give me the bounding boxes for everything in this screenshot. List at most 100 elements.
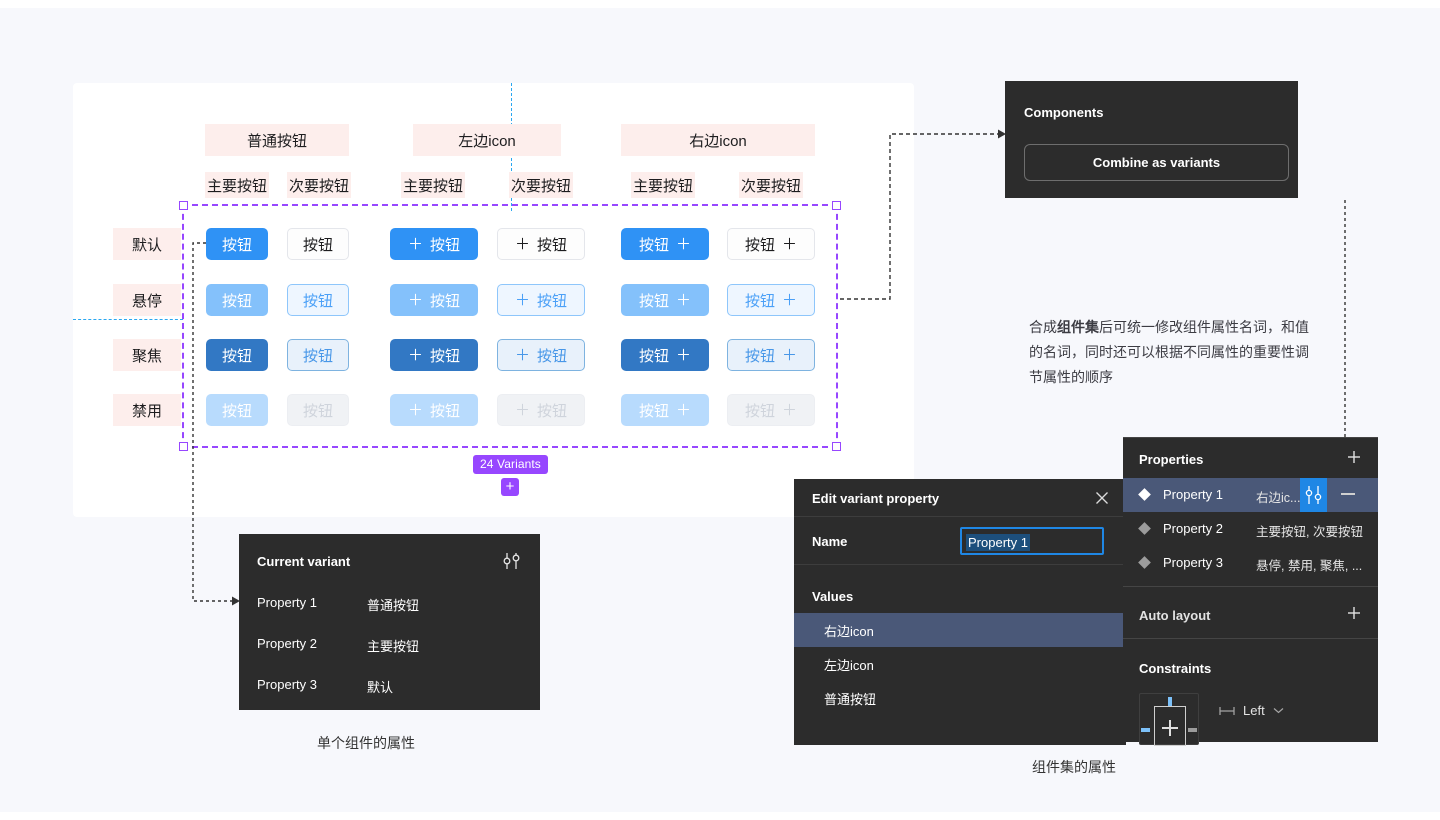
horizontal-guide [73, 319, 183, 320]
button-plain-primary-focus[interactable]: 按钮 [206, 339, 268, 371]
button-lefticon-secondary-hover[interactable]: ＋ 按钮 [497, 284, 585, 316]
button-label: 按钮 [638, 402, 669, 420]
button-plain-primary-hover[interactable]: 按钮 [206, 284, 268, 316]
button-label: 按钮 [537, 347, 568, 365]
button-plain-secondary-focus[interactable]: 按钮 [287, 339, 349, 371]
plus-icon: ＋ [514, 401, 530, 419]
button-plain-secondary-default[interactable]: 按钮 [287, 228, 349, 260]
value-option-1[interactable]: 左边icon [794, 647, 1126, 681]
button-lefticon-primary-focus[interactable]: ＋按钮 [390, 339, 478, 371]
constraint-value: Left [1243, 703, 1265, 718]
sub-header-chip-4: 主要按钮 [631, 172, 695, 198]
button-label: 按钮 [744, 402, 775, 420]
plus-icon: ＋ [782, 291, 798, 309]
button-label: 按钮 [537, 292, 568, 310]
property-row-1[interactable]: Property 2 主要按钮, 次要按钮 [1123, 512, 1378, 546]
sliders-icon[interactable] [502, 552, 522, 570]
canvas-top-edge [0, 0, 1440, 8]
button-plain-secondary-disabled[interactable]: 按钮 [287, 394, 349, 426]
close-icon[interactable] [1094, 490, 1110, 506]
current-variant-title: Current variant [257, 554, 351, 569]
button-plain-primary-default[interactable]: 按钮 [206, 228, 268, 260]
constraints-widget[interactable] [1139, 693, 1199, 746]
combine-as-variants-button[interactable]: Combine as variants [1024, 144, 1289, 181]
row-label-chip-2: 聚焦 [113, 339, 181, 371]
constraint-right-bar[interactable] [1188, 728, 1197, 732]
value-option-2[interactable]: 普通按钮 [794, 681, 1126, 715]
button-plain-secondary-hover[interactable]: 按钮 [287, 284, 349, 316]
button-righticon-secondary-default[interactable]: 按钮＋ [727, 228, 815, 260]
variants-count-badge[interactable]: 24 Variants [473, 455, 548, 474]
constraint-dropdown[interactable]: Left [1219, 703, 1284, 718]
value-option-label: 左边icon [824, 657, 874, 673]
current-variant-value: 默认 [367, 680, 394, 695]
group-header-chip-0: 普通按钮 [205, 124, 349, 156]
properties-panel-caption: 组件集的属性 [1032, 759, 1116, 775]
button-righticon-primary-default[interactable]: 按钮＋ [621, 228, 709, 260]
auto-layout-label: Auto layout [1139, 608, 1211, 623]
button-righticon-primary-hover[interactable]: 按钮＋ [621, 284, 709, 316]
plus-icon: ＋ [407, 235, 423, 253]
properties-header: Properties [1123, 438, 1378, 478]
resize-handle-top-right[interactable] [832, 201, 841, 210]
button-label: 按钮 [302, 292, 333, 310]
section-divider-1 [1123, 586, 1378, 587]
button-plain-primary-disabled[interactable]: 按钮 [206, 394, 268, 426]
resize-handle-bottom-right[interactable] [832, 442, 841, 451]
sub-header-chip-1: 次要按钮 [287, 172, 351, 198]
property-name: Property 1 [1163, 487, 1223, 502]
remove-property-button[interactable] [1341, 493, 1355, 495]
constraint-top-bar[interactable] [1168, 697, 1172, 706]
plus-icon: ＋ [514, 291, 530, 309]
button-lefticon-secondary-disabled[interactable]: ＋按钮 [497, 394, 585, 426]
button-label: 按钮 [221, 402, 252, 420]
button-lefticon-primary-hover[interactable]: ＋按钮 [390, 284, 478, 316]
plus-icon: ＋ [782, 346, 798, 364]
annotation-line1-bold: 组件集 [1057, 319, 1099, 335]
add-auto-layout-button[interactable] [1346, 605, 1362, 621]
section-divider-2 [1123, 638, 1378, 639]
plus-icon: ＋ [407, 291, 423, 309]
properties-title: Properties [1139, 452, 1204, 467]
add-variant-button[interactable]: + [501, 478, 519, 496]
property-value: 右边ic... [1256, 491, 1301, 505]
value-option-label: 右边icon [824, 623, 874, 639]
sub-header-chip-3: 次要按钮 [509, 172, 573, 198]
name-input[interactable]: Property 1 [960, 527, 1104, 555]
button-label: 按钮 [221, 292, 252, 310]
button-label: 按钮 [537, 236, 568, 254]
property-row-2[interactable]: Property 3 悬停, 禁用, 聚焦, ... [1123, 546, 1378, 580]
plus-icon: ＋ [407, 401, 423, 419]
button-lefticon-primary-disabled[interactable]: ＋按钮 [390, 394, 478, 426]
annotation-text: 合成组件集后可统一修改组件属性名词，和值的名词，同时还可以根据不同属性的重要性调… [1029, 315, 1314, 390]
plus-icon: ＋ [782, 235, 798, 253]
button-lefticon-secondary-default[interactable]: ＋按钮 [497, 228, 585, 260]
components-panel: Components Combine as variants [1005, 81, 1298, 198]
resize-handle-top-left[interactable] [179, 201, 188, 210]
plus-icon: ＋ [676, 235, 692, 253]
property-row-0[interactable]: Property 1 右边ic... [1123, 478, 1378, 512]
button-lefticon-primary-default[interactable]: ＋按钮 [390, 228, 478, 260]
button-label: 按钮 [302, 236, 333, 254]
diamond-icon [1138, 488, 1151, 501]
annotation-line1-a: 合成 [1029, 319, 1057, 335]
properties-panel: Properties Property 1 右边ic... [1123, 437, 1378, 746]
property-name: Property 2 [1163, 521, 1223, 536]
button-righticon-secondary-disabled[interactable]: 按钮＋ [727, 394, 815, 426]
current-variant-value: 主要按钮 [367, 639, 420, 654]
constraint-left-bar[interactable] [1141, 728, 1150, 732]
button-righticon-secondary-hover[interactable]: 按钮＋ [727, 284, 815, 316]
button-righticon-primary-disabled[interactable]: 按钮＋ [621, 394, 709, 426]
add-property-button[interactable] [1346, 449, 1362, 465]
resize-handle-bottom-left[interactable] [179, 442, 188, 451]
edit-property-button[interactable] [1300, 478, 1327, 512]
button-label: 按钮 [221, 236, 252, 254]
button-lefticon-secondary-focus[interactable]: ＋按钮 [497, 339, 585, 371]
button-righticon-secondary-focus[interactable]: 按钮＋ [727, 339, 815, 371]
canvas-bottom-edge [0, 812, 1440, 820]
value-option-0[interactable]: 右边icon [794, 613, 1126, 647]
button-righticon-primary-focus[interactable]: 按钮＋ [621, 339, 709, 371]
variant-selection-frame[interactable] [179, 201, 841, 451]
chevron-down-icon[interactable] [1273, 707, 1284, 714]
